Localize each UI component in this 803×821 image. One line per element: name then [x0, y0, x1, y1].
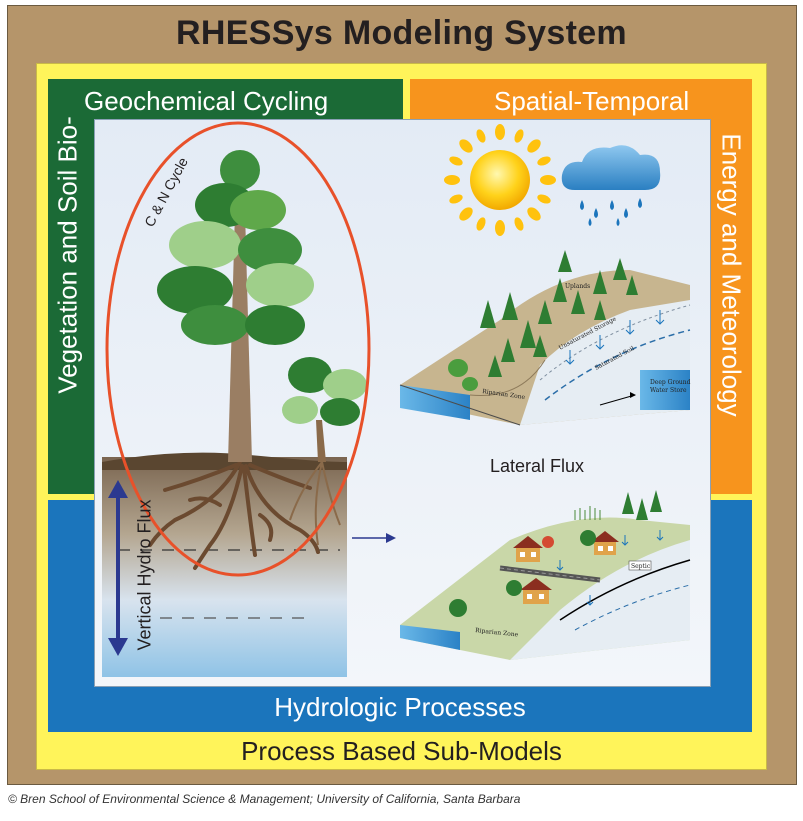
lower-riparian-label: Riparian Zone: [475, 627, 519, 639]
image-credit: © Bren School of Environmental Science &…: [8, 792, 521, 806]
upper-hillslope-block: Uplands Unsaturated Storage Saturated So…: [399, 250, 691, 426]
hydrologic-processes-label: Hydrologic Processes: [274, 692, 526, 722]
sun-icon: [444, 124, 556, 236]
house: [520, 578, 552, 604]
deep-ground-label: Deep Ground: [650, 379, 691, 386]
process-based-label: Process Based Sub-Models: [241, 736, 562, 766]
diagram-title: RHESSys Modeling System: [176, 14, 627, 52]
lower-hillslope-block: Septic Riparian Zone: [400, 490, 691, 660]
uplands-label: Uplands: [565, 283, 590, 290]
cn-cycle-ellipse: [105, 121, 371, 577]
vertical-flux-label: Vertical Hydro Flux: [134, 499, 155, 651]
shrub-roots: [289, 461, 341, 546]
vertical-flux-arrow: [108, 480, 128, 656]
spatial-temporal-label: Spatial-Temporal: [494, 86, 690, 116]
septic-label: Septic: [631, 563, 651, 570]
water-store-label: Water Store: [650, 387, 687, 394]
rain-cloud-icon: [561, 145, 661, 226]
shrub: [282, 357, 367, 462]
lateral-flux-arrow: [352, 533, 396, 543]
soil-column: [102, 452, 347, 677]
house: [513, 536, 543, 562]
lateral-flux-label: Lateral Flux: [490, 456, 585, 476]
tall-tree: [157, 150, 314, 462]
house: [591, 531, 619, 555]
geochemical-cycling-label: Geochemical Cycling: [84, 86, 329, 116]
